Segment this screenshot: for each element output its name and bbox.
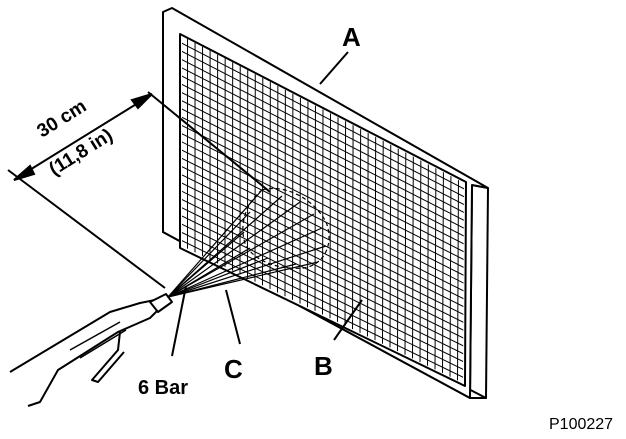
- leader-a: [320, 52, 348, 84]
- dimension-arrow-left: [14, 166, 34, 180]
- dimension-extension-gun: [8, 170, 165, 288]
- label-distance-metric: 30 cm: [34, 96, 91, 142]
- label-a: A: [342, 22, 361, 52]
- figure-code: P100227: [549, 416, 613, 433]
- label-b: B: [314, 351, 333, 381]
- leader-pressure: [172, 286, 186, 356]
- label-c: C: [224, 354, 243, 384]
- label-pressure: 6 Bar: [138, 377, 188, 399]
- leader-c: [226, 290, 240, 344]
